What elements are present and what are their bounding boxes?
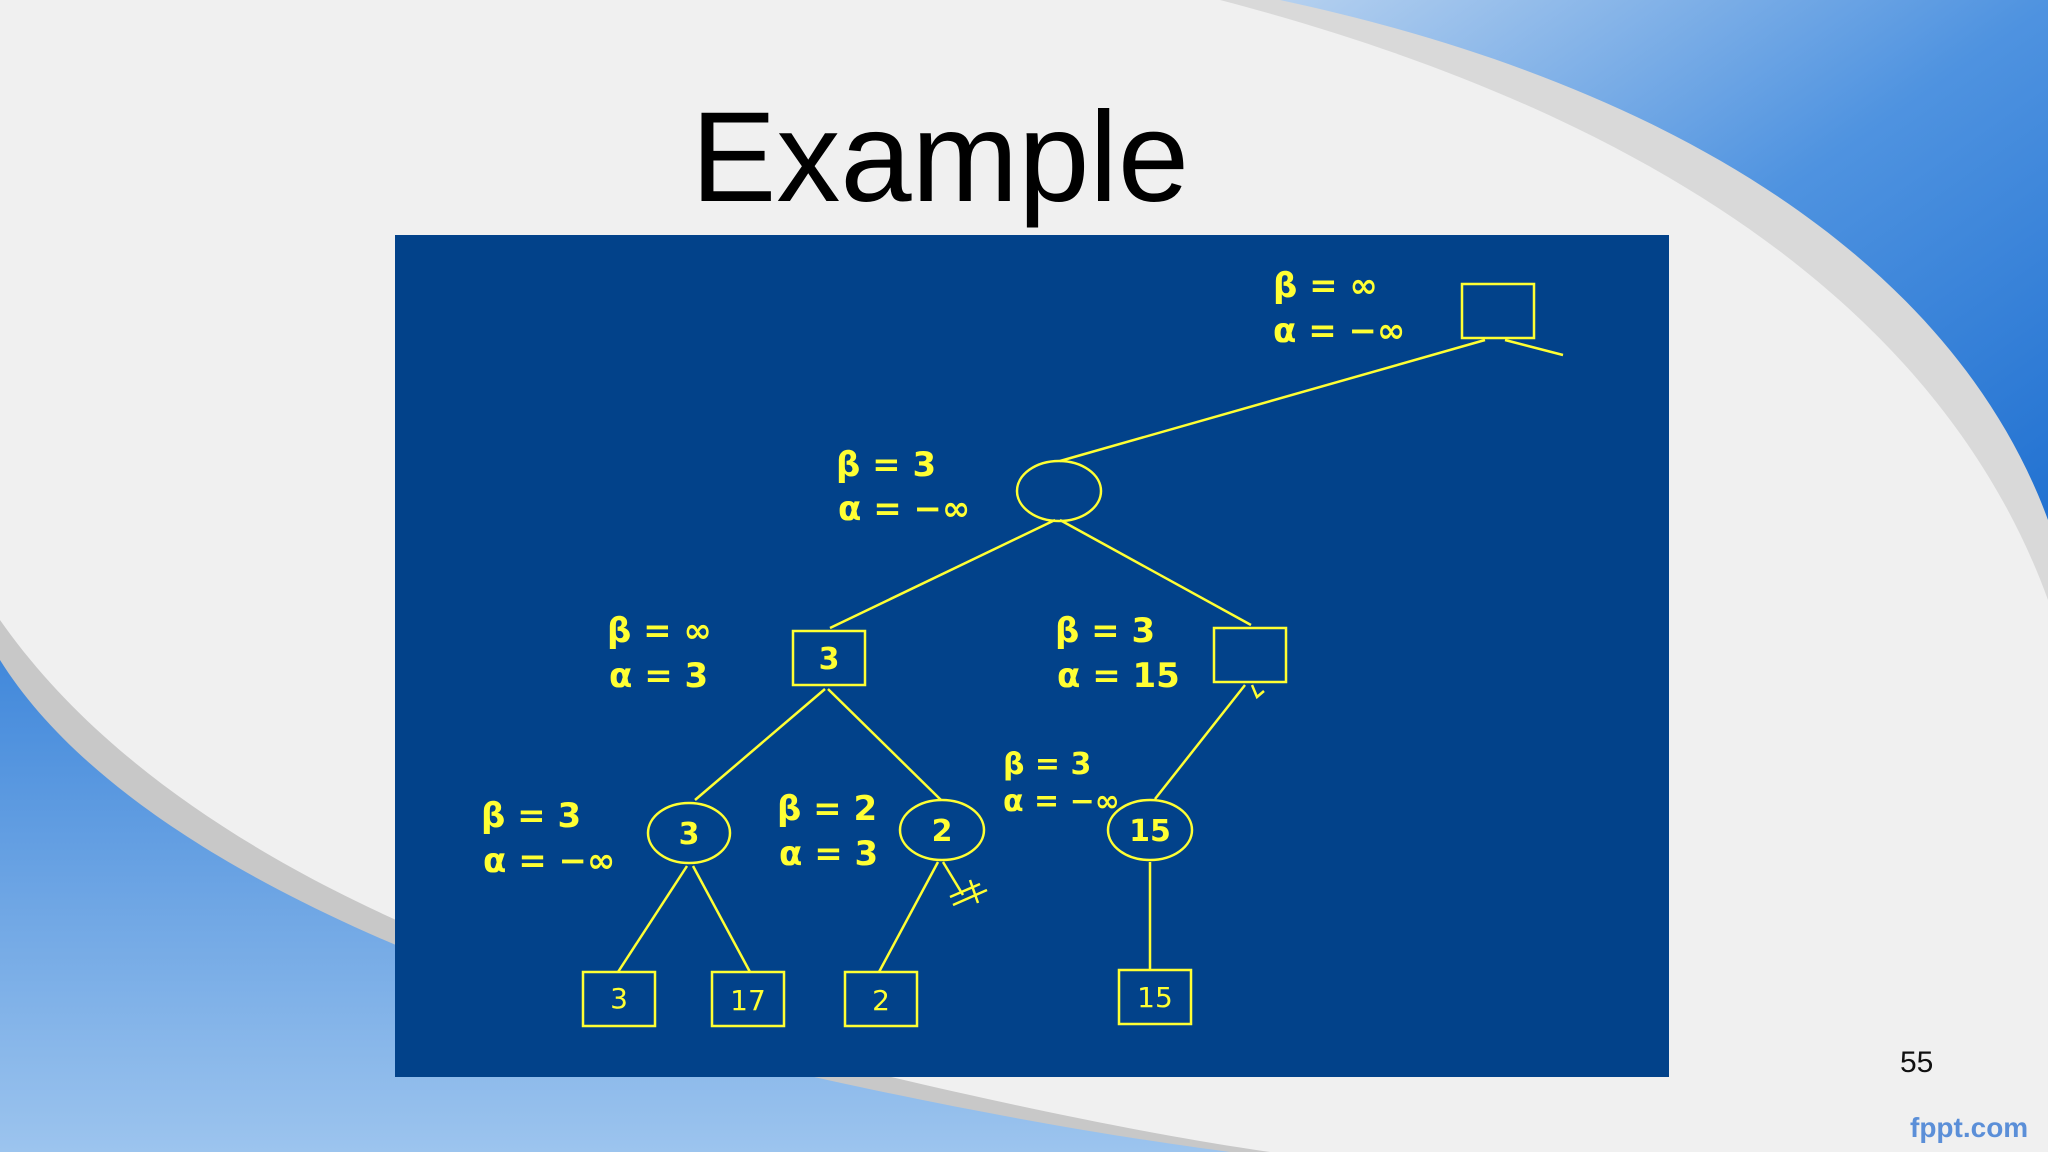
leaf-value: 15 bbox=[1137, 981, 1173, 1014]
level2-left-alpha-label: α = 3 bbox=[609, 656, 708, 696]
leaf-value: 2 bbox=[872, 984, 890, 1017]
edge-3a-leaf1 bbox=[616, 865, 689, 973]
edge-left-level3b bbox=[827, 688, 942, 801]
edge-level1-right bbox=[1059, 518, 1252, 627]
level2-left-beta-label: β = ∞ bbox=[607, 611, 712, 651]
level2-right-node bbox=[1212, 626, 1288, 684]
level3-b-value: 2 bbox=[932, 814, 953, 849]
leaf-value: 17 bbox=[730, 984, 766, 1017]
level3-b-alpha-label: α = 3 bbox=[779, 834, 878, 874]
root-alpha-label: α = −∞ bbox=[1273, 311, 1405, 351]
prune-mark-2 bbox=[952, 888, 988, 907]
pruned-branch-stub bbox=[941, 861, 965, 896]
leaf-node bbox=[1117, 968, 1193, 1026]
slide-title: Example bbox=[691, 86, 1189, 229]
level2-right-beta-label: β = 3 bbox=[1055, 611, 1155, 651]
level1-node bbox=[1015, 459, 1103, 523]
level3-a-beta-label: β = 3 bbox=[481, 796, 581, 836]
level3-c-alpha-label: α = −∞ bbox=[1003, 784, 1120, 819]
level3-a-node bbox=[646, 801, 732, 865]
level1-alpha-label: α = −∞ bbox=[838, 489, 970, 529]
root-node bbox=[1460, 282, 1536, 340]
edge-3b-leaf3 bbox=[877, 861, 940, 973]
edge-root-stub bbox=[1504, 338, 1564, 357]
level3-c-beta-label: β = 3 bbox=[1003, 747, 1091, 782]
edge-right-level3c bbox=[1154, 684, 1246, 800]
level3-c-value: 15 bbox=[1129, 814, 1171, 849]
prune-mark-1 bbox=[949, 882, 981, 899]
leaf-node bbox=[710, 970, 786, 1028]
alpha-beta-tree-diagram: β = ∞ α = −∞ β = 3 α = −∞ 3 β = ∞ α = 3 … bbox=[395, 235, 1669, 1077]
level1-beta-label: β = 3 bbox=[836, 445, 936, 485]
prune-mark-3 bbox=[968, 879, 980, 904]
level3-a-alpha-label: α = −∞ bbox=[483, 841, 615, 881]
root-beta-label: β = ∞ bbox=[1273, 266, 1378, 306]
level3-b-node bbox=[898, 798, 986, 862]
edge-root-level1 bbox=[1059, 338, 1486, 463]
level2-left-value: 3 bbox=[819, 642, 840, 677]
edge-3a-leaf2 bbox=[691, 865, 752, 973]
edge-arrowhead bbox=[1250, 684, 1265, 700]
level3-c-node bbox=[1106, 798, 1194, 862]
leaf-node bbox=[581, 970, 657, 1028]
leaf-node bbox=[843, 970, 919, 1028]
tree-canvas: β = ∞ α = −∞ β = 3 α = −∞ 3 β = ∞ α = 3 … bbox=[481, 266, 1564, 1028]
level2-right-alpha-label: α = 15 bbox=[1057, 656, 1180, 696]
page-number: 55 bbox=[1900, 1046, 1934, 1079]
brand-watermark: fppt.com bbox=[1910, 1112, 2029, 1143]
edge-level1-left bbox=[829, 518, 1056, 630]
level3-a-value: 3 bbox=[679, 817, 700, 852]
leaf-value: 3 bbox=[610, 982, 628, 1015]
level2-left-node bbox=[791, 629, 867, 687]
level3-b-beta-label: β = 2 bbox=[777, 789, 877, 829]
edge-left-level3a bbox=[694, 688, 826, 801]
